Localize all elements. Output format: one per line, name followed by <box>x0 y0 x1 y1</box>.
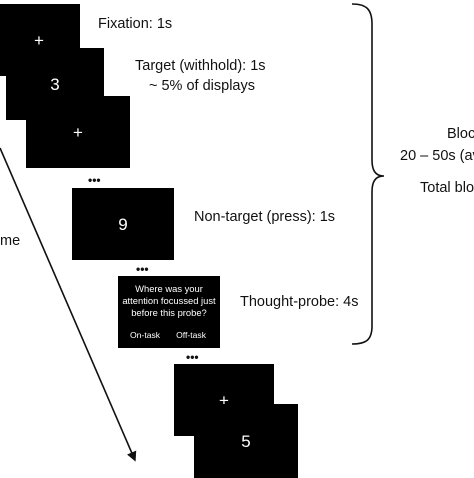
fixation-screen-2: + <box>26 96 130 168</box>
thought-probe-label: Thought-probe: 4s <box>240 294 359 310</box>
probe-question-line: before this probe? <box>131 307 207 319</box>
probe-question-line: Where was your <box>135 283 203 294</box>
time-arrow <box>0 147 137 462</box>
ellipsis-1: ••• <box>88 173 101 187</box>
ellipsis-2: ••• <box>136 262 149 276</box>
block-brace <box>351 3 385 345</box>
target-digit: 3 <box>50 74 60 94</box>
probe-question: Where was your attention focussed just b… <box>118 283 220 319</box>
block-label: Bloc <box>447 126 474 142</box>
fixation-cross: + <box>73 122 83 142</box>
block-duration-label: 20 – 50s (av <box>400 148 474 164</box>
non-target-label: Non-target (press): 1s <box>194 209 336 225</box>
final-digit-screen: 5 <box>194 404 298 478</box>
probe-option-off-task: Off-task <box>176 330 206 340</box>
fixation-cross: + <box>219 390 229 410</box>
target-label: Target (withhold): 1s <box>135 58 266 74</box>
thought-probe-screen: Where was your attention focussed just b… <box>118 276 220 348</box>
ellipsis-3: ••• <box>186 350 199 364</box>
non-target-digit: 9 <box>118 214 128 234</box>
time-axis-label: me <box>0 233 21 249</box>
probe-question-line: attention focussed just <box>122 295 216 307</box>
fixation-cross: + <box>34 30 44 50</box>
total-block-label: Total bloc <box>420 180 474 196</box>
non-target-screen: 9 <box>72 188 174 260</box>
final-digit: 5 <box>241 431 251 451</box>
target-frequency-label: ~ 5% of displays <box>149 78 255 94</box>
probe-option-on-task: On-task <box>130 330 161 340</box>
fixation-label: Fixation: 1s <box>98 16 173 32</box>
